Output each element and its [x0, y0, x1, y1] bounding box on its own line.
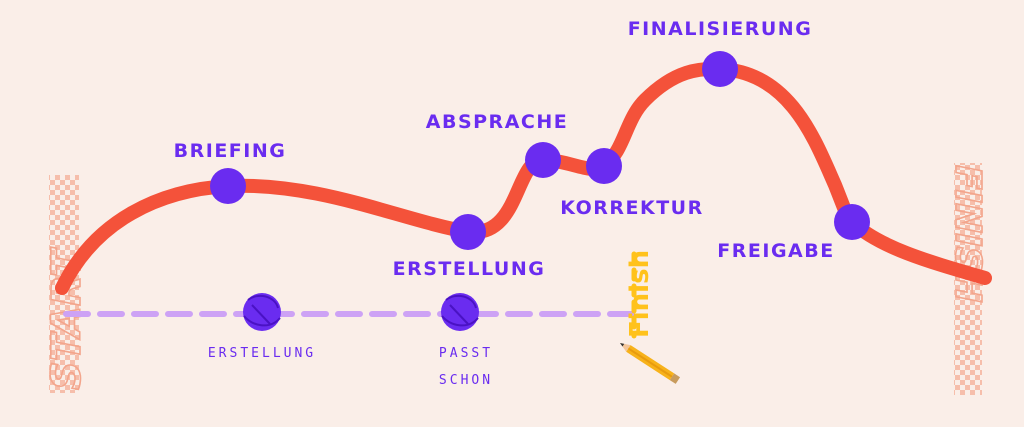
milestone-node-korrektur	[586, 148, 622, 184]
milestone-node-finalisierung	[702, 51, 738, 87]
milestone-label-finalisierung: FINALISIERUNG	[628, 18, 813, 40]
scribble-dot	[243, 293, 281, 331]
shortcut-label-schon: SCHON	[439, 373, 493, 388]
milestone-label-briefing: BRIEFING	[174, 140, 287, 162]
process-curve	[55, 61, 992, 295]
pencil-icon	[620, 343, 681, 384]
milestone-node-briefing	[210, 168, 246, 204]
scribble-strokes	[441, 294, 479, 327]
shortcut-finish: Finish	[625, 250, 655, 339]
milestone-label-erstellung: ERSTELLUNG	[393, 258, 546, 280]
milestone-node-freigabe	[834, 204, 870, 240]
shortcut-stop-passt-schon: PASST SCHON	[439, 293, 493, 388]
shortcut-label-erstellung: ERSTELLUNG	[208, 346, 316, 361]
milestone-node-erstellung	[450, 214, 486, 250]
milestone-label-absprache: ABSPRACHE	[426, 111, 568, 133]
finish-handwritten-label: Finish	[625, 250, 655, 338]
scribble-strokes	[243, 294, 281, 327]
milestone-node-absprache	[525, 142, 561, 178]
shortcut-stop-erstellung: ERSTELLUNG	[208, 293, 316, 361]
scribble-dot	[441, 293, 479, 331]
milestone-label-freigabe: FREIGABE	[717, 240, 834, 262]
shortcut-label-passt: PASST	[439, 346, 493, 361]
milestone-label-korrektur: KORREKTUR	[560, 197, 704, 219]
